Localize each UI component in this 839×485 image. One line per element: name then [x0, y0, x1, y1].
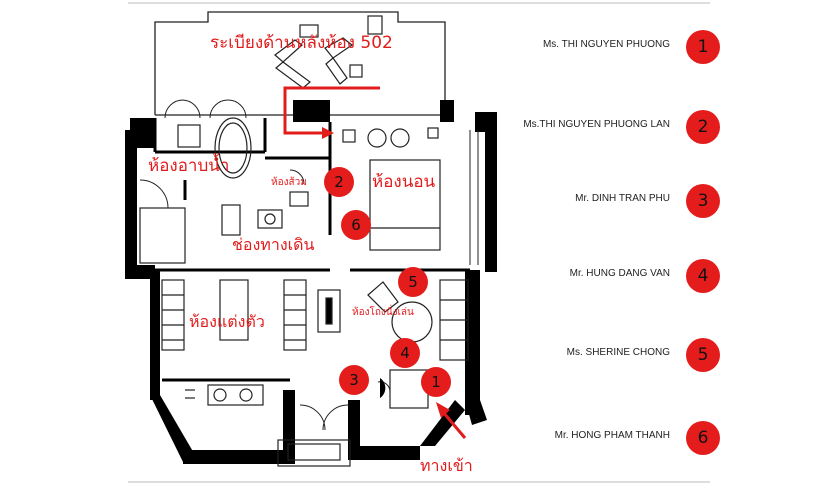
bathroom-fixtures	[139, 117, 309, 264]
living-furniture	[277, 279, 469, 467]
entry-lamp	[380, 378, 386, 398]
legend-row: Ms. THI NGUYEN PHUONG 1	[520, 30, 720, 64]
marker-2: 2	[324, 167, 354, 197]
marker-1: 1	[421, 367, 451, 397]
legend-badge: 5	[686, 338, 720, 372]
legend-name: Ms.THI NGUYEN PHUONG LAN	[523, 119, 670, 130]
legend-name: Ms. SHERINE CHONG	[566, 347, 670, 358]
bathroom-label: ห้องอาบน้ำ	[148, 156, 230, 176]
legend-row: Mr. DINH TRAN PHU 3	[520, 184, 720, 218]
legend-row: Mr. HUNG DANG VAN 4	[520, 259, 720, 293]
legend-badge: 1	[686, 30, 720, 64]
legend-row: Ms.THI NGUYEN PHUONG LAN 2	[520, 110, 720, 144]
marker-3: 3	[339, 365, 369, 395]
marker-6: 6	[341, 210, 371, 240]
route-arrow	[283, 86, 380, 139]
corridor-label: ช่องทางเดิน	[232, 235, 315, 254]
legend-badge: 3	[686, 184, 720, 218]
entrance-arrow	[436, 402, 467, 439]
marker-4: 4	[390, 338, 420, 368]
legend-name: Ms. THI NGUYEN PHUONG	[542, 39, 670, 50]
legend-row: Ms. SHERINE CHONG 5	[520, 338, 720, 372]
dressing-furniture	[161, 279, 307, 406]
outer-walls	[125, 100, 497, 464]
legend-badge: 2	[686, 110, 720, 144]
toilet-label: ห้องส้วม	[271, 177, 307, 188]
legend-name: Mr. HUNG DANG VAN	[569, 268, 670, 279]
marker-5: 5	[398, 267, 428, 297]
bedroom-furniture	[342, 127, 441, 251]
balcony-label: ระเบียงด้านหลังห้อง 502	[210, 33, 393, 53]
legend-name: Mr. HONG PHAM THANH	[554, 430, 670, 441]
dressing-room-label: ห้องแต่งตัว	[189, 312, 265, 331]
living-room-label: ห้องโถงนั่งเล่น	[352, 307, 414, 318]
legend-badge: 6	[686, 421, 720, 455]
legend-row: Mr. HONG PHAM THANH 6	[520, 421, 720, 455]
bedroom-label: ห้องนอน	[372, 172, 436, 192]
legend-badge: 4	[686, 259, 720, 293]
legend-name: Mr. DINH TRAN PHU	[575, 193, 670, 204]
entrance-label: ทางเข้า	[420, 456, 473, 475]
